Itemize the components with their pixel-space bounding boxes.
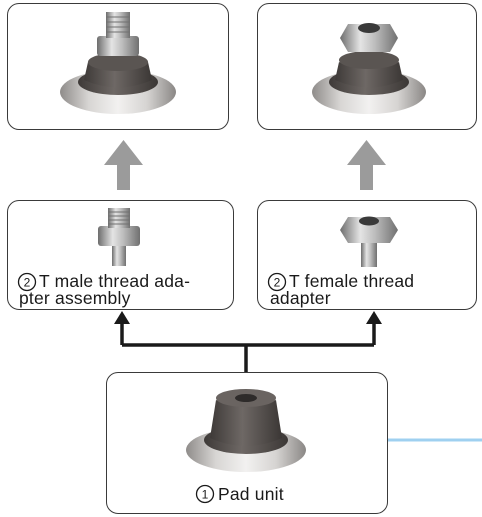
pad-unit-label: Pad unit bbox=[218, 484, 284, 504]
female-adapter-label-line1: T female thread bbox=[289, 271, 415, 291]
pad-unit-number: 1 bbox=[202, 488, 209, 502]
male-adapter-number: 2 bbox=[24, 276, 31, 290]
connector-lines bbox=[120, 322, 376, 372]
arrowhead-icon bbox=[366, 311, 382, 324]
arrowhead-icon bbox=[114, 311, 130, 324]
assembled-female-pad-icon bbox=[312, 23, 426, 114]
female-adapter-number: 2 bbox=[274, 276, 281, 290]
female-thread-adapter-icon bbox=[340, 216, 398, 267]
pad-unit-icon bbox=[186, 389, 306, 472]
up-arrow-icon bbox=[347, 140, 386, 190]
up-arrow-icon bbox=[104, 140, 143, 190]
assembled-male-pad-icon bbox=[60, 12, 176, 114]
female-adapter-label-line2: adapter bbox=[270, 288, 331, 308]
male-adapter-label-line1: T male thread ada- bbox=[39, 271, 191, 291]
step-number-circles bbox=[17, 272, 287, 504]
male-adapter-label-line2: pter assembly bbox=[19, 288, 131, 308]
male-thread-adapter-icon bbox=[98, 208, 140, 266]
